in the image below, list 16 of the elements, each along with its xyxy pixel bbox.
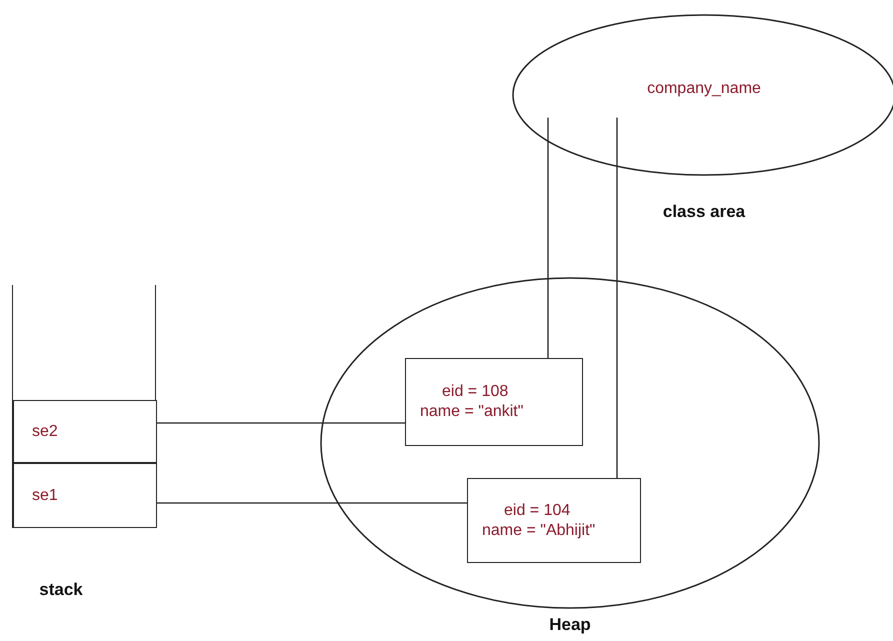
field-text: name = "ankit" <box>420 402 524 422</box>
connector-line <box>547 118 549 358</box>
field-text: eid = 104 <box>504 500 572 520</box>
field-text: name = "Abhijit" <box>482 520 596 540</box>
variable-text: company_name <box>646 80 762 98</box>
field-text: eid = 108 <box>442 382 510 402</box>
object-box <box>405 358 583 446</box>
connector-line <box>156 502 467 504</box>
object-box <box>467 478 641 563</box>
connector-line <box>616 118 618 478</box>
area-heading: Heap <box>549 615 591 635</box>
stack-frame-cell: se2 <box>13 400 157 463</box>
stack-heading: stack <box>39 580 83 600</box>
area-heading: class area <box>662 202 746 222</box>
connector-line <box>156 422 405 424</box>
stack-frame-cell: se1 <box>13 463 157 528</box>
